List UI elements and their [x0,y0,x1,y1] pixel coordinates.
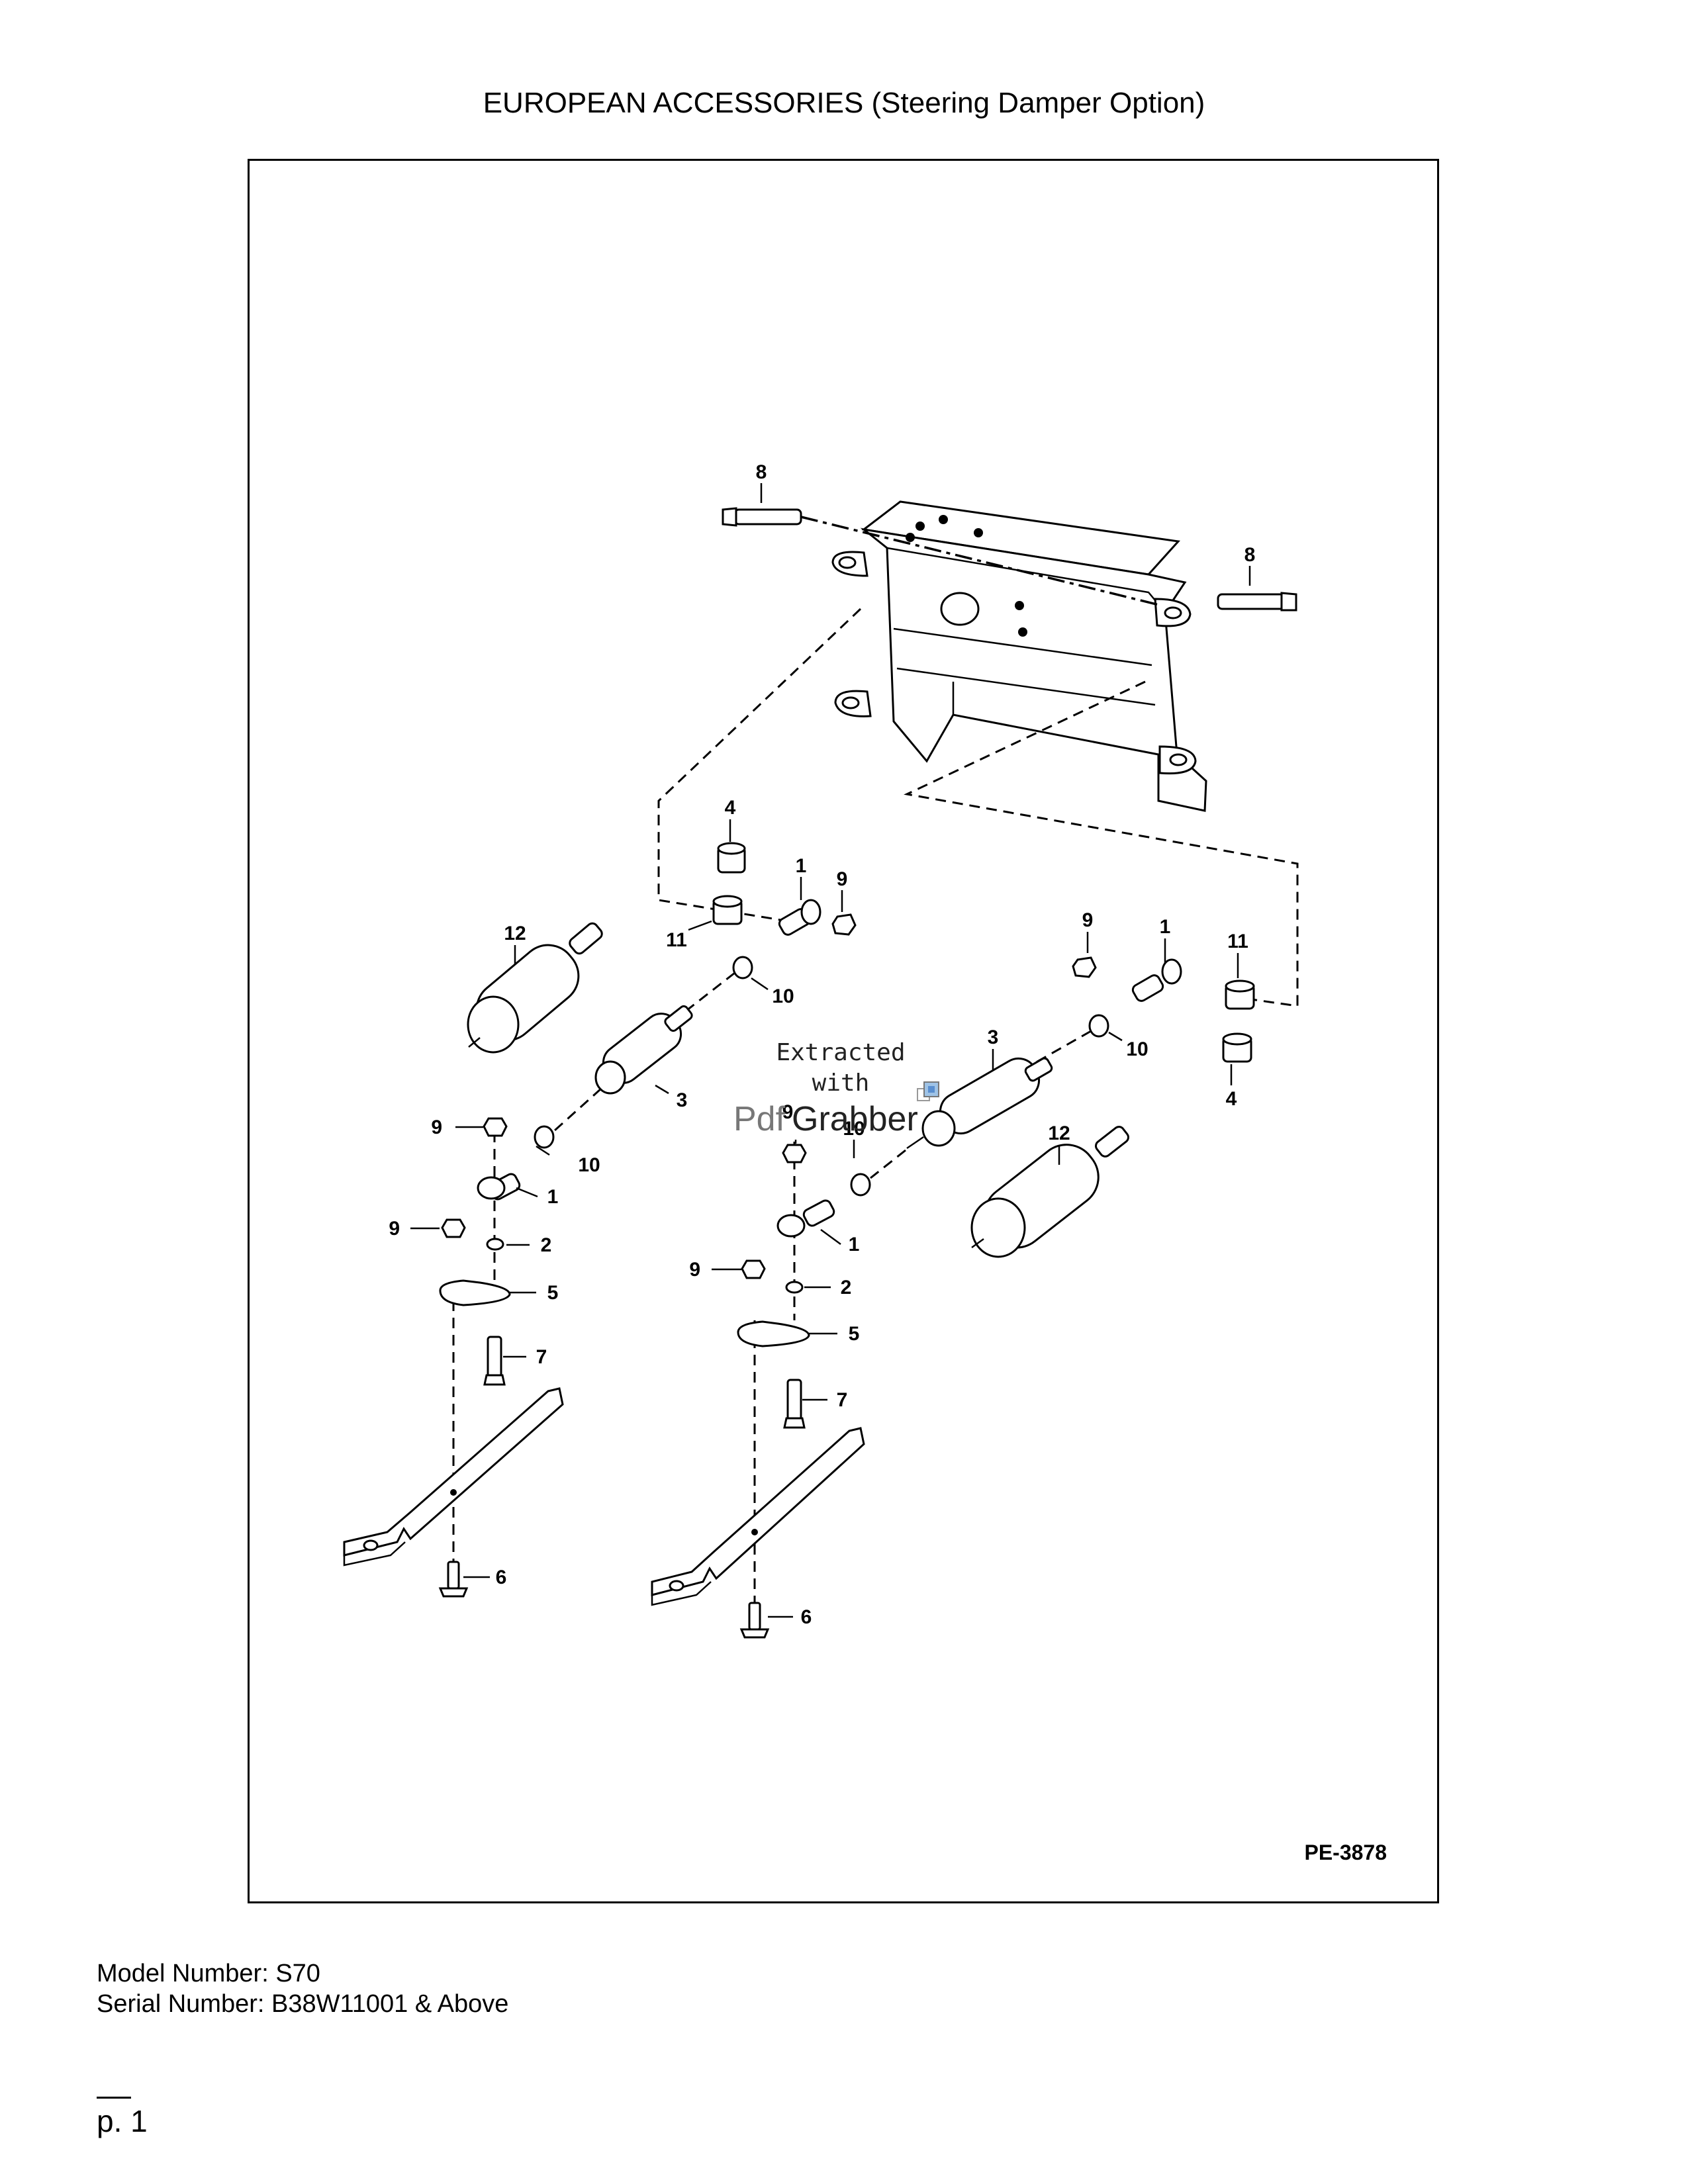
spacer-4-left [717,842,746,874]
watermark-brand-a: Pdf [733,1100,786,1138]
callout-11: 11 [666,929,687,951]
callout-9: 9 [782,1101,794,1123]
page-title: EUROPEAN ACCESSORIES (Steering Damper Op… [483,87,1205,119]
callout-11: 11 [1227,931,1248,952]
watermark-brand-b: Grabber [792,1100,918,1138]
figure-reference: PE-3878 [1304,1841,1387,1864]
spacer-4-right [1222,1032,1252,1063]
bolt-8-right [1217,592,1297,612]
callout-4: 4 [725,797,736,819]
assembly-lines [657,608,862,925]
callout-3: 3 [677,1089,688,1111]
callout-10: 10 [578,1154,600,1176]
assembly-lines [904,680,1299,1007]
spacer-11-right [1225,979,1255,1010]
bolt-8-left [722,507,1162,607]
callout-10: 10 [772,985,794,1007]
jam-nut-10 [1088,1014,1109,1038]
mounting-bracket [831,500,1207,812]
steering-damper-3-left [553,972,735,1132]
lower-left-mount-stack [343,1117,564,1598]
callout-1: 1 [796,855,807,877]
callout-1: 1 [849,1234,860,1255]
callout-9: 9 [1082,909,1094,931]
lower-right-mount-stack [651,1142,865,1639]
callout-6: 6 [496,1567,507,1588]
nut-9-upper-left [831,913,857,936]
callout-8: 8 [756,461,767,483]
jam-nut-10 [850,1173,871,1197]
callout-6: 6 [801,1606,812,1628]
model-number: Model Number: S70 [97,1960,320,1987]
callout-2: 2 [541,1234,552,1256]
watermark-line1: Extracted [776,1039,905,1066]
rod-end-1-upper-left [778,899,821,936]
callout-3: 3 [988,1026,999,1048]
callout-1: 1 [547,1186,559,1208]
watermark-logo-icon [917,1081,939,1101]
callout-1: 1 [1160,916,1171,938]
page-number: p. 1 [97,2104,148,2138]
callout-7: 7 [536,1346,547,1368]
steering-damper-3-right [870,1030,1092,1179]
damper-body-12-upper [467,922,603,1054]
callout-12: 12 [504,923,526,944]
callout-9: 9 [389,1218,400,1240]
rod-end-1-upper-right [1131,958,1182,1002]
callout-10: 10 [1126,1038,1148,1060]
watermark: Extracted with Pdf Grabber [733,1039,939,1138]
spacer-11-left [712,895,743,925]
callout-leaders [410,483,1251,1618]
diagram-frame [248,159,1439,1903]
callout-5: 5 [547,1282,559,1304]
callout-9: 9 [837,868,848,890]
callout-7: 7 [837,1389,848,1411]
callout-5: 5 [849,1323,860,1345]
callout-2: 2 [841,1277,852,1298]
jam-nut-10 [732,956,753,979]
callout-9: 9 [431,1116,442,1138]
watermark-line2: with [812,1069,870,1097]
callout-9: 9 [689,1259,700,1281]
serial-number: Serial Number: B38W11001 & Above [97,1990,509,2018]
damper-body-12-lower [970,1126,1129,1258]
callout-12: 12 [1048,1122,1070,1144]
callout-8: 8 [1244,544,1256,566]
callout-10: 10 [843,1118,865,1140]
page-number-rule [97,2097,131,2099]
nut-9-upper-right [1072,956,1097,978]
callout-4: 4 [1226,1088,1237,1110]
jam-nut-10 [534,1125,555,1149]
